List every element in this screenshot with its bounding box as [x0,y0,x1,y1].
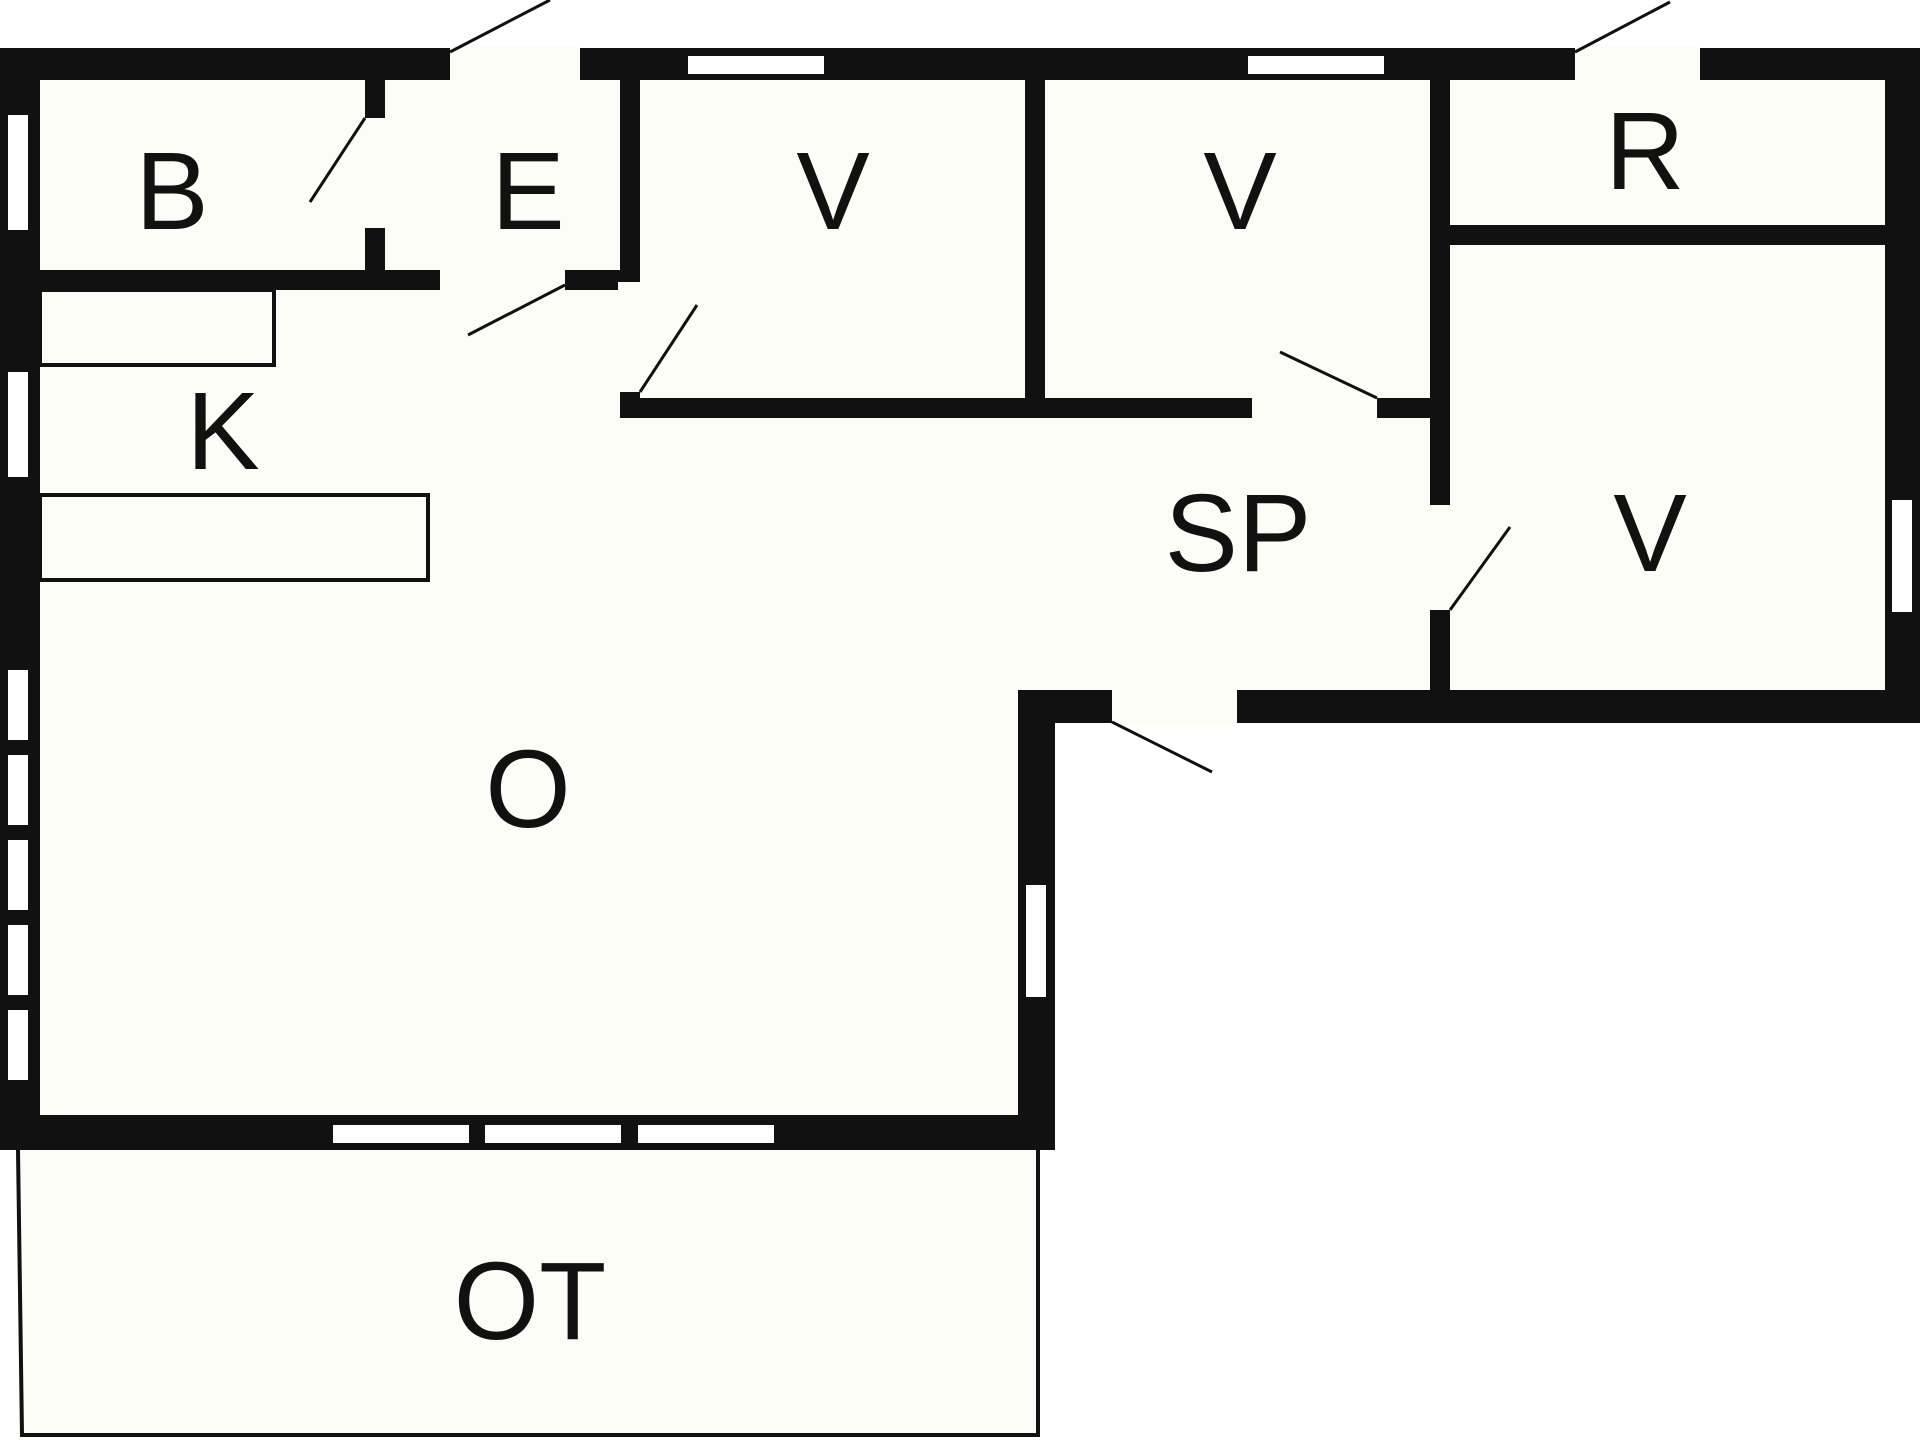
door-opening [1575,46,1700,82]
window [1248,56,1384,74]
window [333,1125,469,1143]
wall-bedrooms-bottom [620,398,1450,418]
kitchen-counter-upper [38,288,276,367]
room-label-entry: E [491,130,564,253]
window [8,840,28,910]
window [8,115,28,230]
window [1892,500,1912,612]
door-opening [450,46,580,82]
door-openings [362,46,1700,725]
window [8,670,28,740]
wall-v-v [1025,80,1045,405]
door-swing [308,117,367,203]
terrace-outline [16,1149,1040,1437]
room-labels: B E V V R K SP V O OT [135,90,1686,1363]
door-opening [440,268,565,292]
room-label-bathroom: B [135,130,208,253]
room-label-bedroom-3: V [1613,472,1686,595]
door-swing [1111,720,1213,774]
fixtures [16,288,1040,1437]
door-swings [308,0,1671,774]
windows [8,56,1912,1143]
floor-areas [0,50,1920,1435]
window [8,1010,28,1080]
door-opening [618,282,642,392]
window [688,56,824,74]
door-opening [362,118,388,228]
window [8,755,28,825]
room-label-bedroom-1: V [796,130,869,253]
door-opening [1252,396,1377,420]
room-label-kitchen: K [186,370,259,493]
window [8,925,28,995]
wall-r-bottom [1440,225,1890,245]
window [638,1125,774,1143]
window [1026,885,1046,997]
floor-living-lower [0,700,1050,1145]
window [8,372,28,477]
door-opening [1112,688,1237,725]
door-swing [638,304,699,393]
door-swing [1279,350,1378,400]
room-label-living: O [485,728,571,851]
room-label-bedroom-2: V [1203,130,1276,253]
window [485,1125,621,1143]
door-swing [449,0,551,54]
wall-e-v [620,80,640,280]
room-label-storage: R [1605,90,1684,213]
door-swing [467,283,566,337]
door-swing [1574,0,1671,54]
door-opening [1428,505,1452,610]
kitchen-counter-lower [38,493,430,582]
wall-right [1885,48,1920,723]
room-label-hall: SP [1165,472,1312,595]
room-label-terrace: OT [454,1240,607,1363]
door-swing [1448,526,1512,611]
floor-terrace [18,1140,1038,1435]
floor-main [0,50,1920,720]
